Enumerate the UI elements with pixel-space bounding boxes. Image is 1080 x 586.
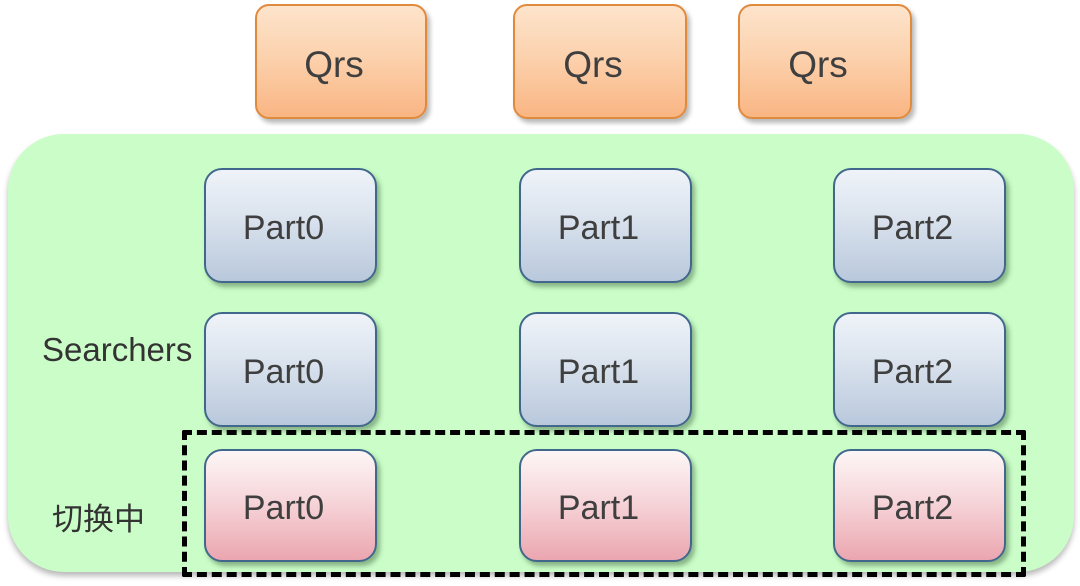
switching-row-part1-node: Part1 (519, 449, 692, 562)
replica-row1-part0-node: Part0 (204, 168, 377, 283)
replica-row1-part2-node: Part2 (833, 168, 1006, 283)
switching-row-part0-node: Part0 (204, 449, 377, 562)
qrs-node-label: Qrs (563, 43, 623, 85)
qrs-node-2: Qrs (513, 4, 687, 119)
searchers-row-part1-node: Part1 (519, 312, 692, 427)
part-node-label: Part1 (557, 353, 640, 391)
part-node-label: Part1 (557, 489, 640, 527)
qrs-node-3: Qrs (738, 4, 912, 119)
searchers-row-part0-node: Part0 (204, 312, 377, 427)
qrs-node-1: Qrs (255, 4, 427, 119)
part-node-label: Part1 (557, 209, 640, 247)
part-node-label: Part0 (242, 209, 325, 247)
switching-row-label: 切换中 (52, 502, 145, 537)
replica-row1-part1-node: Part1 (519, 168, 692, 283)
qrs-node-label: Qrs (788, 43, 848, 85)
qrs-node-label: Qrs (304, 43, 364, 85)
switching-row-part2-node: Part2 (833, 449, 1006, 562)
part-node-label: Part2 (871, 353, 954, 391)
part-node-label: Part2 (871, 489, 954, 527)
part-node-label: Part0 (242, 489, 325, 527)
searchers-row-part2-node: Part2 (833, 312, 1006, 427)
searchers-row-label: Searchers (42, 331, 193, 368)
part-node-label: Part0 (242, 353, 325, 391)
part-node-label: Part2 (871, 209, 954, 247)
switching-dashed-region (182, 430, 1026, 577)
